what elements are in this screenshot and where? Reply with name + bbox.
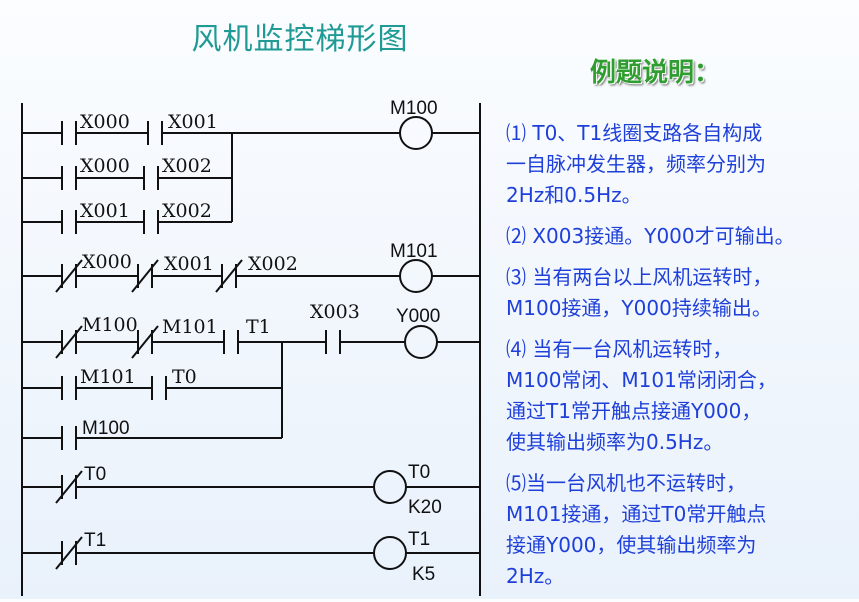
timer-setpoint: K20 (408, 497, 442, 518)
contact-label: M101 (80, 366, 136, 388)
contact-label: X002 (162, 200, 212, 222)
note-line: 通过T1常开触点接通Y000， (506, 399, 762, 423)
ladder-diagram: X000 X001 X000 X002 X001 X002 X000 X001 … (21, 98, 481, 596)
timer-setpoint: K5 (412, 564, 435, 585)
timer-coil-t0 (373, 470, 407, 504)
note-item: ⑸当一台风机也不运转时， M101接通，通过T0常开触点接通Y000，使其输出频率… (506, 468, 854, 592)
contact-label: M100 (82, 314, 138, 336)
contact-label: T1 (246, 316, 271, 338)
timer-coil-t1 (373, 536, 407, 570)
contact-label: T1 (84, 530, 106, 551)
contact-label: X000 (80, 111, 130, 133)
rung-t0 (22, 470, 480, 504)
note-line: ⑷ 当有一台风机运转时， (506, 337, 733, 361)
note-item: ⑶ 当有两台以上风机运转时， M100接通，Y000持续输出。 (506, 262, 854, 324)
contact-label: M100 (82, 418, 130, 439)
coil-label: M100 (390, 98, 438, 119)
contact-label: X000 (80, 155, 130, 177)
note-line: ⑸当一台风机也不运转时， (506, 471, 746, 495)
contact-label: X002 (248, 253, 298, 275)
coil-label: T0 (408, 462, 430, 483)
note-line: 一自脉冲发生器，频率分别为 (506, 152, 766, 176)
contact-label: T0 (172, 366, 197, 388)
contact-label: X001 (80, 200, 130, 222)
rung-m101 (22, 259, 480, 293)
note-line: ⑴ T0、T1线圈支路各自构成 (506, 121, 763, 145)
note-line: 2Hz。 (506, 564, 565, 588)
note-line: 2Hz和0.5Hz。 (506, 183, 642, 207)
contact-label: M101 (162, 316, 218, 338)
contact-label: X001 (168, 111, 218, 133)
contact-label: X000 (82, 251, 132, 273)
note-item: ⑷ 当有一台风机运转时， M100常闭、M101常闭闭合， 通过T1常开触点接通Y0… (506, 334, 854, 458)
explanation-notes: ⑴ T0、T1线圈支路各自构成一自脉冲发生器，频率分别为 2Hz和0.5Hz。 ⑵ … (506, 118, 854, 602)
rung-m100 (22, 116, 480, 234)
contact-label: X002 (162, 155, 212, 177)
note-line: ⑶ 当有两台以上风机运转时， (506, 265, 773, 289)
note-line: M100常闭、M101常闭闭合， (506, 368, 777, 392)
page-title: 风机监控梯形图 (191, 22, 409, 57)
coil-m100 (399, 116, 433, 150)
note-line: ⑵ X003接通。Y000才可输出。 (506, 224, 795, 248)
rung-y000 (22, 325, 480, 450)
coil-label: T1 (408, 529, 430, 550)
contact-label: X003 (310, 301, 360, 323)
coil-m101 (399, 259, 433, 293)
contact-label: X001 (164, 253, 214, 275)
note-item: ⑵ X003接通。Y000才可输出。 (506, 221, 854, 252)
rung-t1 (22, 536, 480, 570)
note-line: M101接通，通过T0常开触点 (506, 502, 767, 526)
coil-label: M101 (390, 241, 438, 262)
contact-label: T0 (84, 464, 106, 485)
note-item: ⑴ T0、T1线圈支路各自构成一自脉冲发生器，频率分别为 2Hz和0.5Hz。 (506, 118, 854, 211)
note-line: 使其输出频率为0.5Hz。 (506, 430, 724, 454)
coil-label: Y000 (396, 306, 440, 327)
note-line: M100接通，Y000持续输出。 (506, 296, 772, 320)
coil-y000 (404, 325, 438, 359)
example-explanation-heading: 例题说明： (590, 58, 721, 88)
note-line: 接通Y000，使其输出频率为 (506, 533, 757, 557)
